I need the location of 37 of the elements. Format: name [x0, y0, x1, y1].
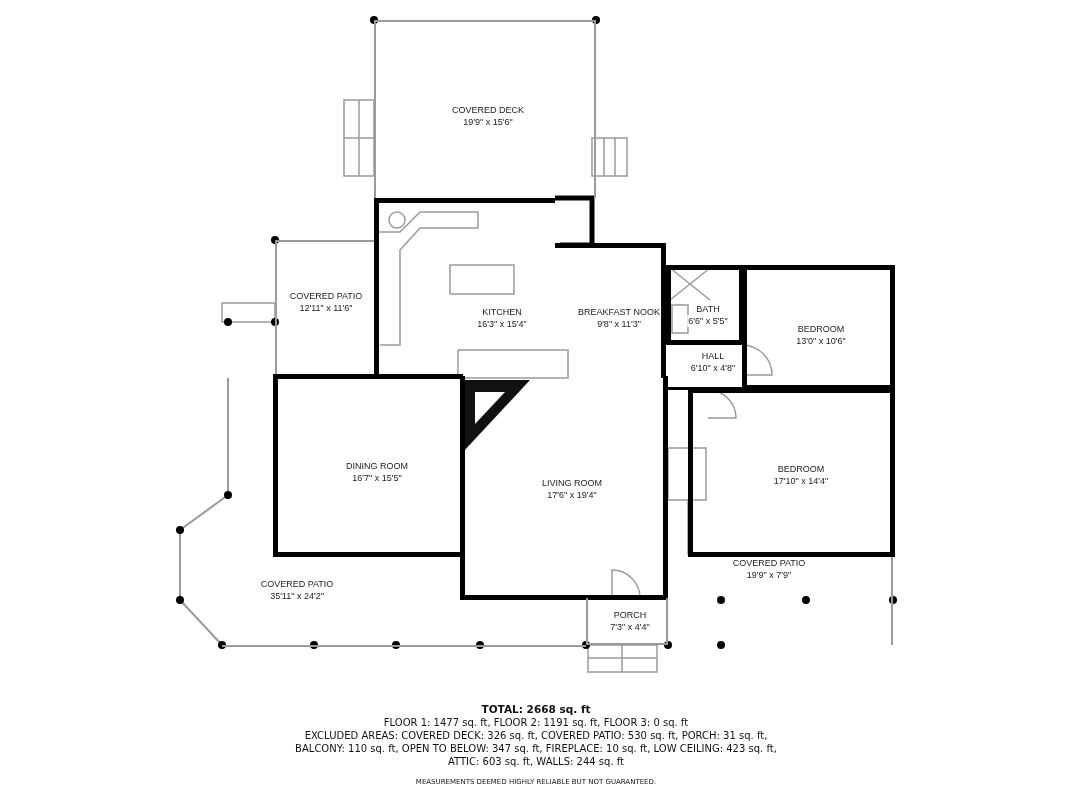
room-name: DINING ROOM — [345, 460, 409, 472]
room-dimensions: 16'3" x 15'4" — [476, 318, 528, 330]
room-name: COVERED PATIO — [288, 290, 364, 302]
room-dimensions: 7'3" x 4'4" — [609, 621, 651, 633]
room-dimensions: 16'7" x 15'5" — [351, 472, 403, 484]
room-name: BREAKFAST NOOK — [577, 306, 661, 318]
room-dimensions: 12'11" x 11'6" — [298, 302, 354, 314]
room-outline — [273, 374, 463, 557]
room-name: LIVING ROOM — [541, 477, 603, 489]
room-outline — [460, 376, 668, 600]
room-dimensions: 17'10" x 14'4" — [772, 475, 830, 487]
room-name: HALL — [700, 350, 726, 362]
room-outline — [666, 265, 744, 345]
room-name: COVERED PATIO — [731, 557, 807, 569]
room-name: BATH — [695, 303, 721, 315]
area-summary-text: EXCLUDED AREAS: COVERED DECK: 326 sq. ft, COVERED PATIO: 530 sq. ft, PORCH: 31 sq. ft, BALCONY: 110 sq. ft, OPEN TO BELOW: 347 sq. ft, FIREPLACE: 10 sq. ft, LOW CEILING: 423 sq. ft, ATTIC: 603 sq. ft, WALLS: 244 sq. ft — [294, 729, 778, 768]
porch-outline — [586, 598, 668, 645]
room-dimensions: 17'6" x 19'4" — [546, 489, 598, 501]
room-dimensions: 19'9" x 15'6" — [462, 116, 514, 128]
room-dimensions: 13'0" x 10'6" — [795, 335, 847, 347]
room-name: PORCH — [612, 609, 648, 621]
deck-outline — [374, 20, 596, 198]
area-summary-text: FLOOR 1: 1477 sq. ft, FLOOR 2: 1191 sq. ft, FLOOR 3: 0 sq. ft — [382, 716, 690, 729]
room-name: COVERED PATIO — [259, 578, 335, 590]
room-name: COVERED DECK — [451, 104, 525, 116]
room-dimensions: 6'6" x 5'5" — [687, 315, 729, 327]
room-name: BEDROOM — [776, 463, 826, 475]
room-name: BEDROOM — [796, 323, 846, 335]
room-outline — [688, 388, 895, 557]
room-outline — [555, 243, 666, 378]
room-outline — [742, 265, 895, 390]
total-area-text: TOTAL: 2668 sq. ft — [481, 703, 591, 716]
room-dimensions: 6'10" x 4'8" — [689, 362, 737, 374]
room-name: KITCHEN — [481, 306, 523, 318]
room-dimensions: 35'11" x 24'2" — [269, 590, 325, 602]
room-dimensions: 9'8" x 11'3" — [596, 318, 642, 330]
room-dimensions: 19'9" x 7'9" — [745, 569, 793, 581]
